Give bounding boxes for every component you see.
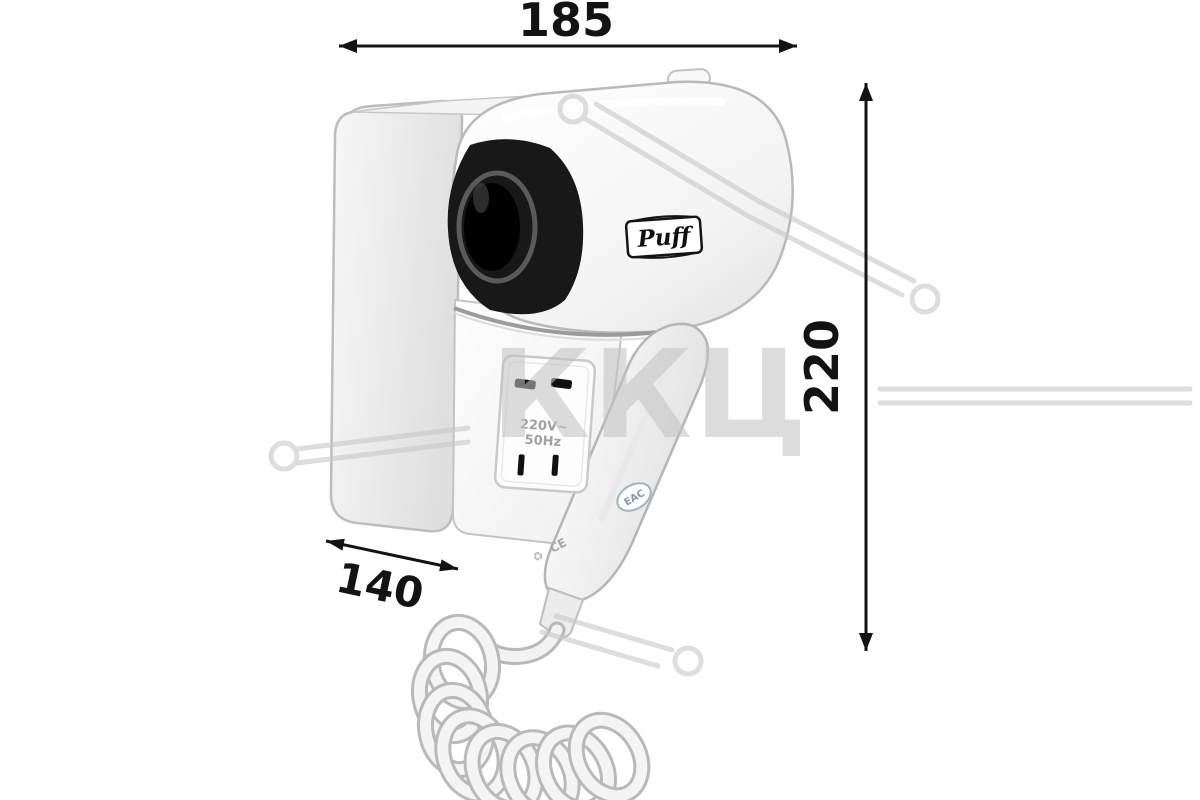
body-gap-shadow bbox=[453, 312, 669, 341]
dimension-height-label: 220 bbox=[795, 319, 849, 415]
socket-frequency-text: 50Hz bbox=[524, 433, 562, 451]
hair-dryer-illustration: Puff ЕАС CE ♻ 220V~ 50Hz bbox=[329, 68, 794, 800]
nozzle-lens bbox=[464, 183, 520, 271]
arrowhead-top bbox=[859, 83, 873, 101]
wall-bracket-side bbox=[329, 99, 464, 533]
arrowhead-left bbox=[326, 538, 345, 551]
brand-logo: Puff bbox=[624, 215, 704, 259]
dimension-depth-label: 140 bbox=[332, 553, 428, 619]
dimension-height: 220 bbox=[795, 83, 873, 651]
socket-voltage-text: 220V~ bbox=[519, 417, 568, 435]
arrowhead-left bbox=[339, 39, 357, 53]
eac-label: ЕАС bbox=[616, 482, 652, 512]
coiled-cord bbox=[410, 613, 651, 800]
body-gap-line bbox=[453, 306, 669, 337]
watermark-circle-top bbox=[557, 93, 589, 125]
socket-slot-bottom-left bbox=[517, 454, 525, 476]
dimension-width: 185 bbox=[339, 0, 797, 53]
dimension-depth: 140 bbox=[325, 538, 459, 619]
watermark-circle-right bbox=[909, 283, 941, 315]
handle-shading bbox=[598, 338, 682, 522]
watermark: ККЦ bbox=[268, 93, 1193, 677]
cord-loop bbox=[567, 711, 651, 800]
watermark-circle-bottom bbox=[672, 645, 704, 677]
dimension-annotations: 185 220 140 bbox=[325, 0, 873, 651]
arrowhead-right bbox=[439, 559, 458, 572]
arrowhead-right bbox=[779, 39, 797, 53]
svg-text:♻: ♻ bbox=[530, 548, 546, 565]
cord-loop bbox=[499, 729, 581, 800]
socket-slot-bottom-right bbox=[551, 454, 559, 476]
cord-loop bbox=[410, 647, 490, 745]
arrowhead-bottom bbox=[859, 633, 873, 651]
nozzle-ring bbox=[456, 170, 538, 284]
power-socket[interactable]: 220V~ 50Hz bbox=[493, 354, 597, 494]
recycle-icon: ♻ bbox=[530, 548, 546, 565]
watermark-text: ККЦ bbox=[491, 324, 810, 466]
watermark-circle-left bbox=[268, 440, 300, 472]
dimension-width-label: 185 bbox=[518, 0, 614, 47]
dryer-body-highlight bbox=[501, 97, 726, 122]
cord-loop bbox=[463, 722, 545, 800]
socket-slot-top-left bbox=[514, 378, 536, 390]
brand-logo-text: Puff bbox=[636, 222, 696, 253]
socket-slot-top-right bbox=[550, 378, 573, 390]
nozzle-glare bbox=[473, 183, 489, 213]
cord-loop bbox=[535, 724, 617, 800]
